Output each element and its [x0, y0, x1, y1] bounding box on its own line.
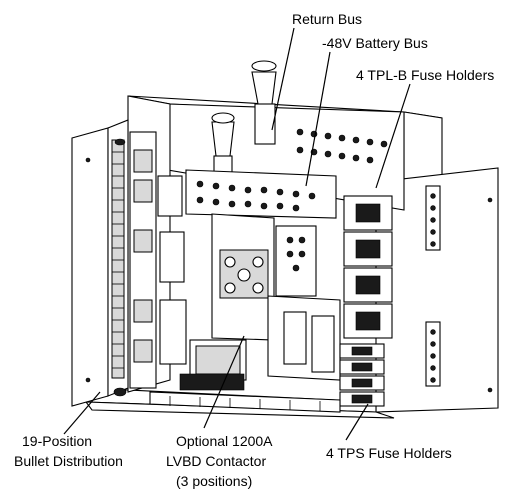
label-tplb-fuse-holders: 4 TPL-B Fuse Holders	[356, 67, 494, 83]
leader-return-bus	[271, 27, 295, 131]
label-return-bus: Return Bus	[292, 11, 362, 27]
label-battery-bus: -48V Battery Bus	[322, 35, 428, 51]
battery-bus	[185, 169, 337, 219]
leader-lvbd	[203, 335, 245, 429]
label-bullet-line2: Bullet Distribution	[14, 453, 123, 469]
leader-bullet	[63, 391, 101, 435]
label-bullet-line1: 19-Position	[22, 433, 92, 449]
label-lvbd-line2: LVBD Contactor	[166, 453, 266, 469]
label-lvbd-line1: Optional 1200A	[176, 433, 273, 449]
leader-lines	[63, 27, 411, 441]
leader-tplb	[375, 83, 411, 189]
label-lvbd-line3: (3 positions)	[176, 473, 252, 489]
tps-fuse-holders	[339, 343, 385, 407]
label-tps-fuse-holders: 4 TPS Fuse Holders	[326, 445, 452, 461]
leader-battery-bus	[305, 51, 331, 187]
left-door	[71, 127, 109, 407]
right-terminal-strips	[425, 185, 493, 393]
lvbd-contactor	[211, 213, 317, 341]
tplb-fuse-holders	[343, 195, 393, 339]
relay-column	[129, 131, 187, 389]
middle-brackets	[189, 295, 341, 381]
leader-tps	[345, 403, 369, 441]
bullet-distribution-panel	[71, 119, 129, 407]
bottom-tray	[149, 373, 341, 413]
